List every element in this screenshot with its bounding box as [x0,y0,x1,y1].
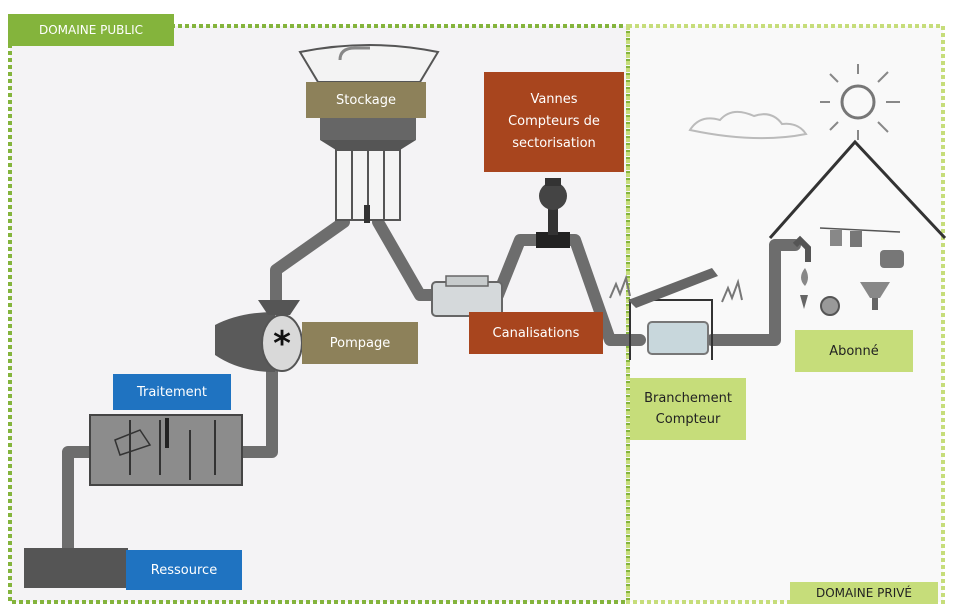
branchement-text: Branchement [644,391,732,406]
svg-text:*: * [273,324,291,364]
traitement-label: Traitement [113,374,231,410]
public-domain-label: DOMAINE PUBLIC [8,14,174,46]
ressource-label: Ressource [126,550,242,590]
pipe-pompe-to-stockage [270,216,350,314]
vannes-text: Vannes [530,92,578,107]
pipe-ressource-to-traitement [62,446,101,556]
sun [820,64,900,140]
compteurs-text-line1: Compteurs de [508,114,600,129]
abonne-label: Abonné [795,330,913,372]
pump: * [215,300,303,372]
pipe-compteur-to-abonne [706,239,801,346]
compteur-text: Compteur [655,412,721,427]
connection-meter-box [609,268,743,360]
cloud [688,110,808,140]
pipe-traitement-to-pompe [236,344,278,458]
compteurs-text-line2: sectorisation [512,136,596,151]
canalisations-label: Canalisations [469,312,603,354]
house [768,139,947,316]
pipe-vanne-loop [492,234,646,346]
water-tower [298,44,440,223]
treatment-plant [89,414,243,486]
private-zone-area [628,26,943,602]
pompage-label: Pompage [302,322,418,364]
network-meter [431,275,503,317]
ressource-tank [24,548,128,588]
stockage-label: Stockage [306,82,426,118]
private-domain-label: DOMAINE PRIVÉ [790,582,938,604]
private-zone-border [626,24,945,604]
vannes-compteurs-label: Vannes Compteurs de sectorisation [484,72,624,172]
branchement-compteur-label: Branchement Compteur [630,378,746,440]
sector-valve [536,178,570,248]
